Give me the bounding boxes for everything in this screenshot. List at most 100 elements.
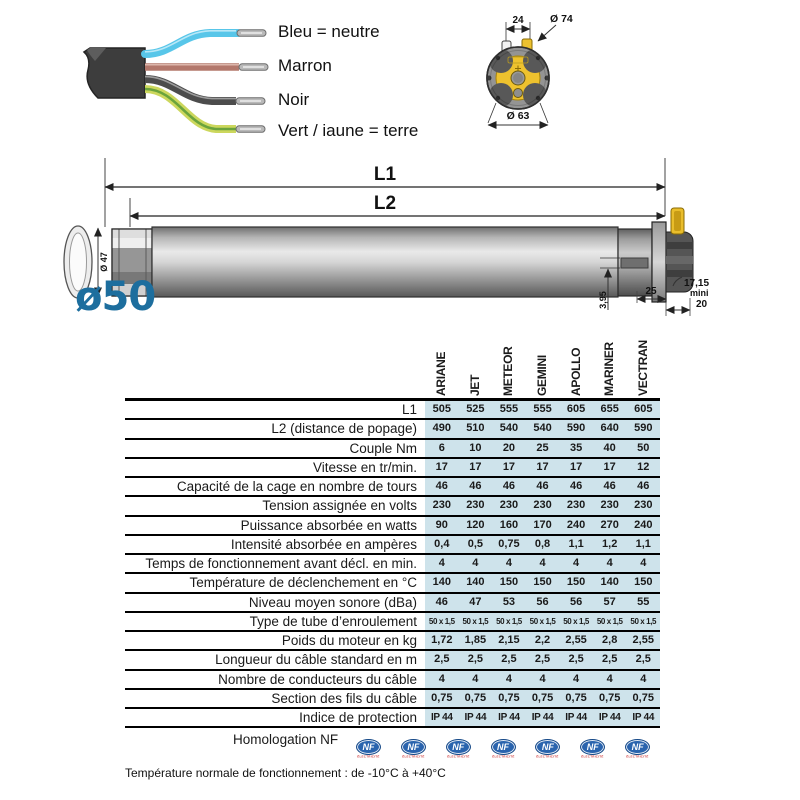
spec-value: 555 [492, 401, 526, 419]
dim-d63-label: Ø 63 [507, 110, 530, 122]
spec-value: 0,8 [525, 535, 560, 553]
dim-outer-diameter: Ø 74 [537, 13, 573, 42]
dim-head-depth: 20 [665, 298, 708, 316]
spec-value: 120 [458, 516, 493, 534]
spec-value: 4 [492, 670, 526, 688]
spec-row-label: L2 (distance de popage) [271, 421, 417, 437]
spec-value: 150 [626, 574, 661, 592]
spec-value: 50 x 1,5 [626, 612, 661, 630]
nf-logo-subtext: ÉLECTRICITÉ [491, 755, 515, 759]
spec-value: 46 [626, 478, 661, 496]
spec-value: 230 [592, 497, 627, 515]
nf-logo-subtext: ÉLECTRICITÉ [357, 755, 380, 759]
spec-value: 55 [626, 593, 661, 611]
spec-value: 240 [559, 516, 593, 534]
wire-label-neutre: Bleu = neutre [278, 22, 380, 41]
spec-value: 605 [559, 401, 593, 419]
spec-row-label: Vitesse en tr/min. [312, 459, 417, 475]
dim-1715-label: 17,15 [684, 278, 709, 289]
dim-min-depth: 17,15 mini [672, 276, 709, 298]
spec-value: 1,2 [592, 535, 627, 553]
spec-value: IP 44 [492, 709, 526, 727]
spec-value: 17 [592, 458, 627, 476]
spec-value: 12 [626, 458, 661, 476]
spec-value: 57 [592, 593, 627, 611]
spec-value: 1,1 [626, 535, 661, 553]
nf-logo-text: NF [580, 739, 606, 756]
wire-black [144, 75, 266, 105]
spec-value: 0,75 [492, 535, 526, 553]
dim-25-label: 25 [645, 286, 657, 297]
spec-value: 0,75 [525, 689, 560, 707]
spec-value: 4 [525, 555, 560, 573]
spec-value: 2,15 [492, 632, 526, 650]
column-header-label: JET [467, 374, 482, 396]
dim-395-label: 3,95 [598, 291, 608, 309]
spec-row-label: Section des fils du câble [271, 690, 417, 706]
brand-emboss [507, 56, 529, 64]
spec-value: 17 [492, 458, 526, 476]
dim-crown-width: 25 [636, 286, 667, 303]
spec-value: 25 [525, 439, 560, 457]
spec-value: 4 [458, 555, 493, 573]
spec-value: 605 [626, 401, 661, 419]
spec-value: 230 [626, 497, 661, 515]
spec-value: 46 [425, 478, 459, 496]
spec-value: 590 [626, 420, 661, 438]
column-header-mariner: MARINER [593, 340, 627, 398]
spec-value: 17 [559, 458, 593, 476]
spec-row-label: Type de tube d’enroulement [249, 613, 417, 629]
spec-value: 46 [559, 478, 593, 496]
column-header-ariane: ARIANE [425, 340, 459, 398]
spec-value: 230 [458, 497, 493, 515]
spec-value: 56 [525, 593, 560, 611]
spec-value: 6 [425, 439, 459, 457]
dim-tube-diameter: Ø 47 [94, 227, 109, 297]
nf-logo-subtext: ÉLECTRICITÉ [402, 755, 425, 759]
nf-logo-text: NF [490, 739, 516, 756]
spec-value: 46 [525, 478, 560, 496]
spec-value: 140 [458, 574, 493, 592]
wire-label-marron: Marron [278, 56, 332, 75]
nf-logo-text: NF [445, 739, 471, 756]
spec-value: 150 [492, 574, 526, 592]
spec-value: 1,1 [559, 535, 593, 553]
spec-value: 490 [425, 420, 459, 438]
spec-row-label: Temps de fonctionnement avant décl. en m… [145, 556, 417, 571]
spec-value: 4 [425, 670, 459, 688]
spec-value: 540 [492, 420, 526, 438]
column-header-label: MARINER [602, 342, 617, 396]
dim-l1-label: L1 [374, 164, 397, 185]
spec-value: 50 x 1,5 [425, 612, 459, 630]
spec-row-label: Puissance absorbée en watts [240, 517, 417, 533]
column-header-apollo: APOLLO [559, 340, 593, 398]
spec-value: 17 [458, 458, 493, 476]
spec-value: 1,72 [425, 632, 459, 650]
dim-l2-label: L2 [374, 193, 396, 214]
spec-value: 2,5 [492, 651, 526, 669]
spec-value: 140 [592, 574, 627, 592]
spec-value: 510 [458, 420, 493, 438]
mounting-slot [620, 257, 649, 269]
spec-value: 150 [559, 574, 593, 592]
spec-value: 56 [559, 593, 593, 611]
motor-head-face [486, 38, 550, 110]
dim-24-label: 24 [512, 15, 524, 26]
